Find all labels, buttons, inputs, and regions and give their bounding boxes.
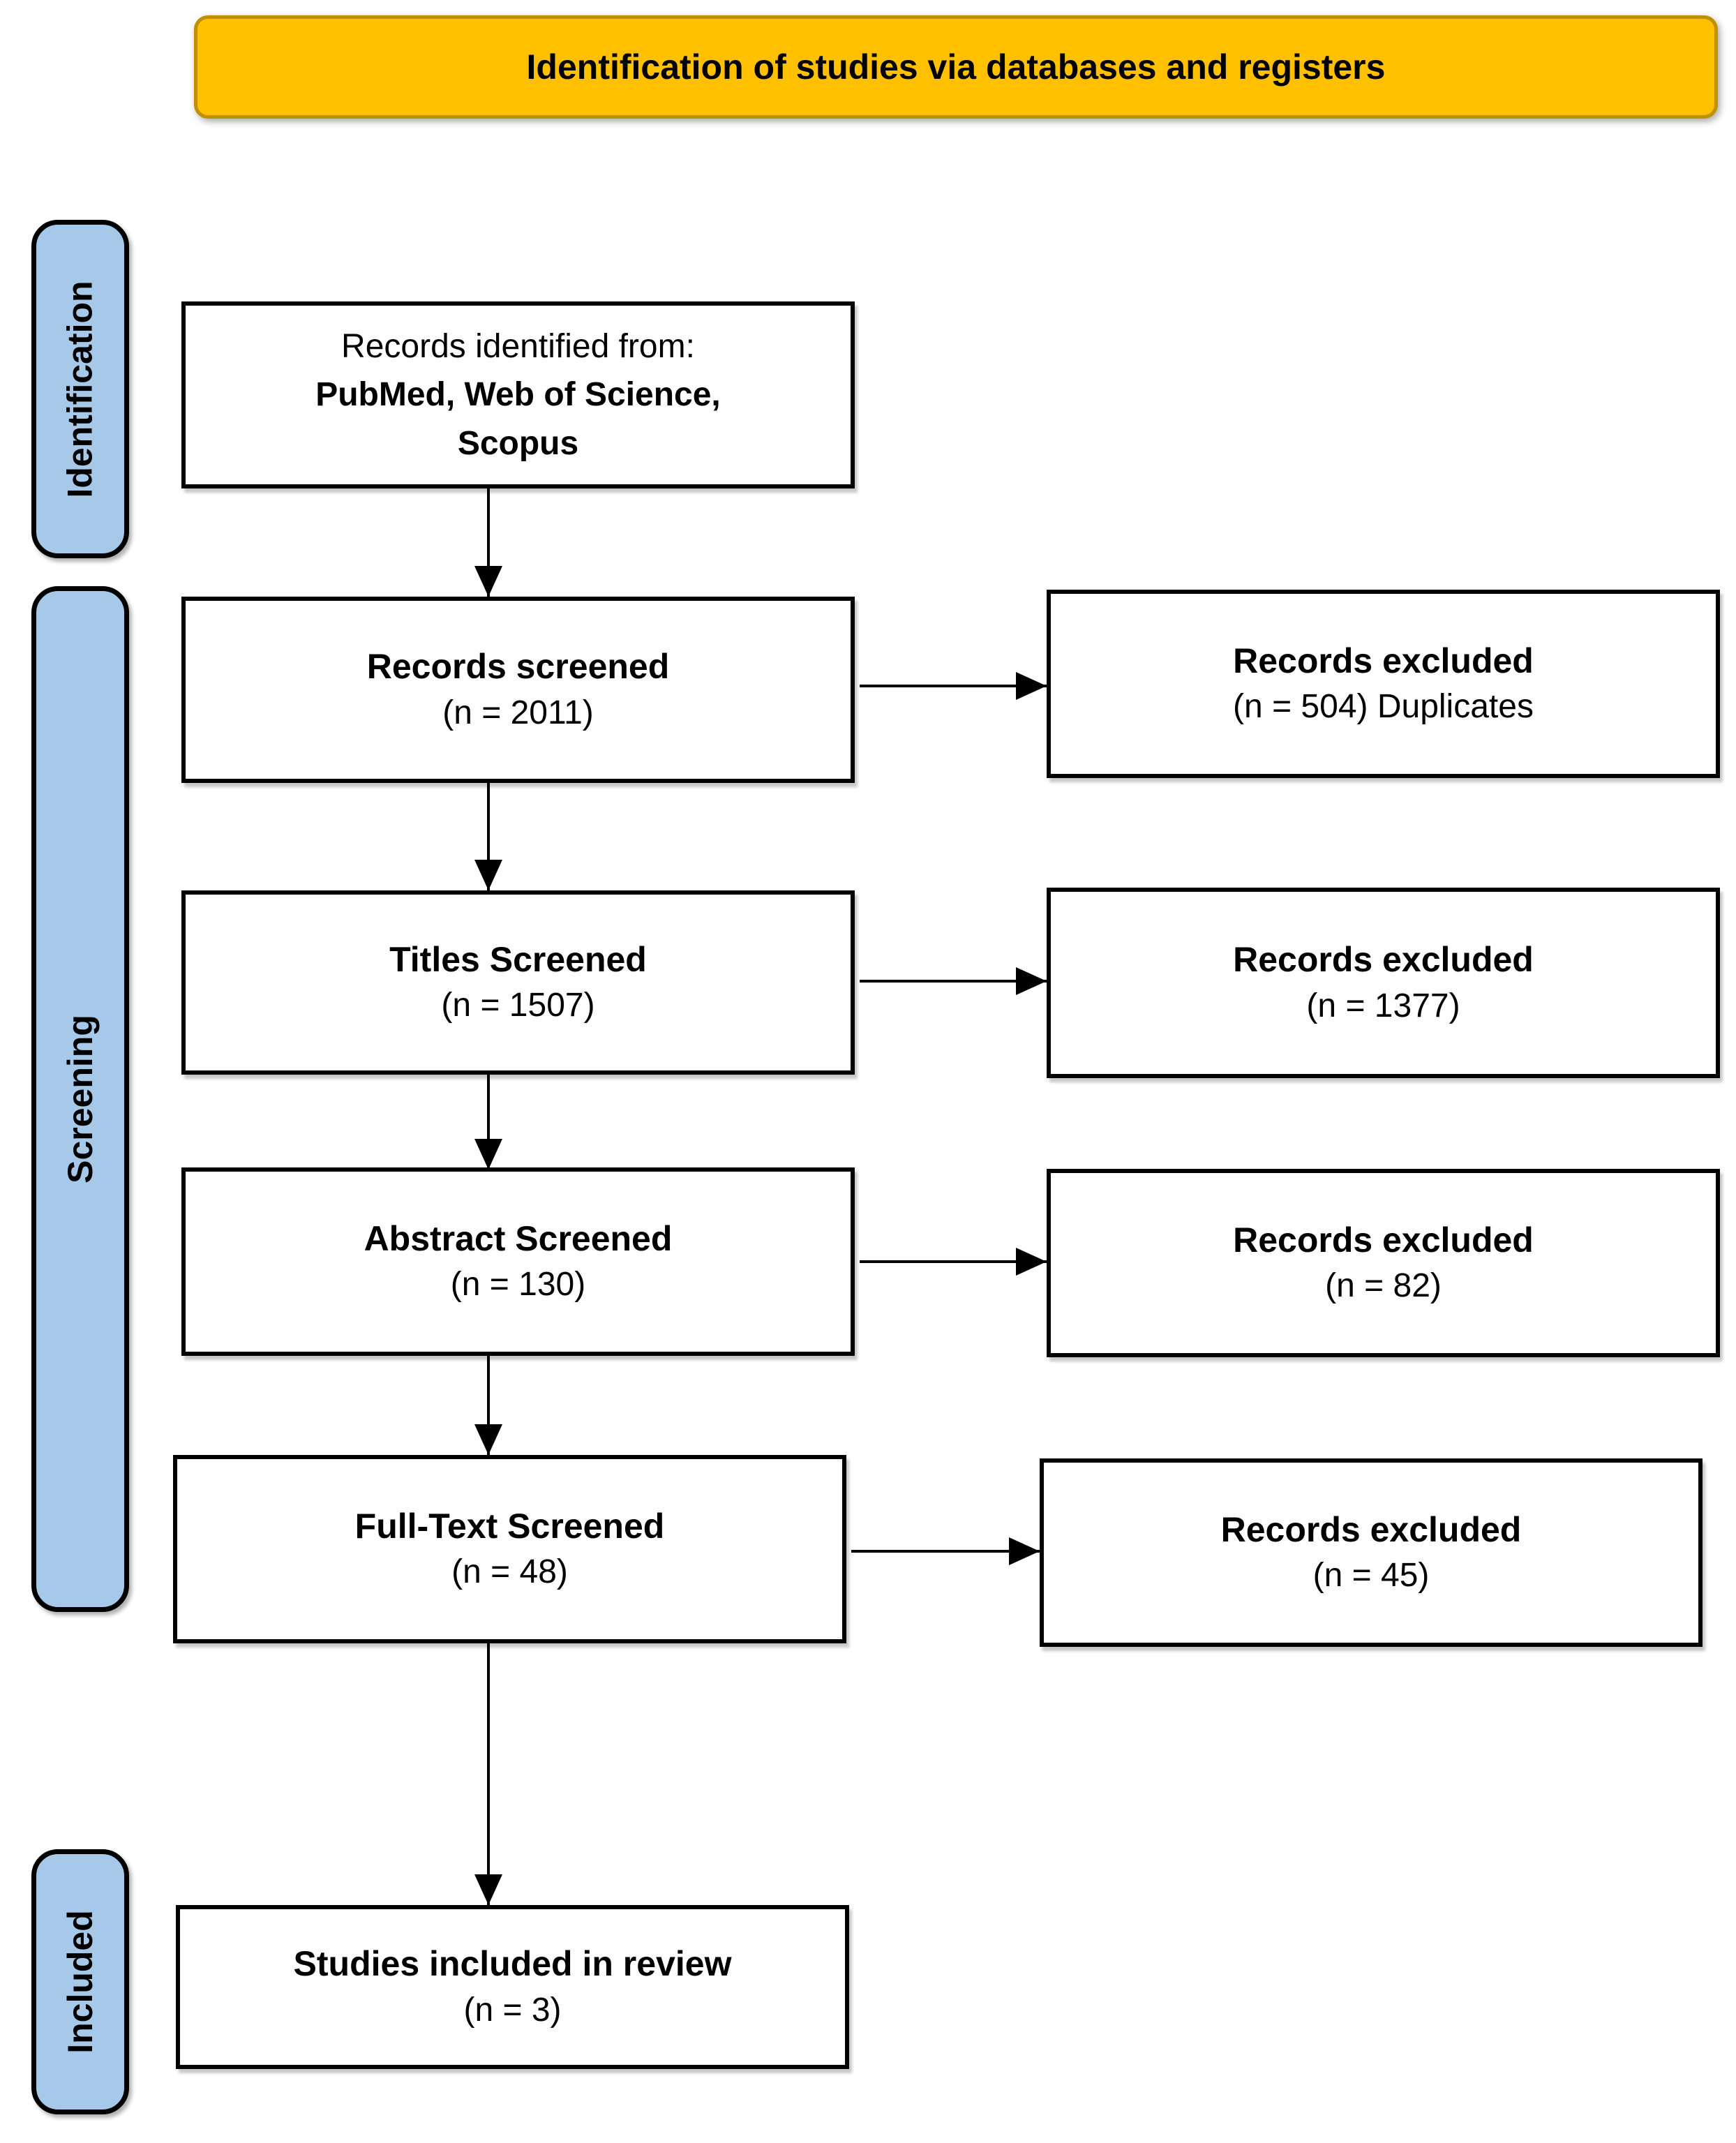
arrow-down-icon	[474, 783, 502, 890]
box-count: (n = 45)	[1312, 1557, 1430, 1595]
box-count: (n = 504) Duplicates	[1233, 688, 1534, 726]
box-count: (n = 1377)	[1306, 987, 1460, 1024]
arrow-down-icon	[474, 488, 502, 597]
flow-box-records-screened: Records screened (n = 2011)	[181, 597, 855, 783]
records-identified-sources: PubMed, Web of Science,	[315, 376, 721, 414]
box-title: Studies included in review	[293, 1944, 732, 1984]
box-title: Abstract Screened	[364, 1218, 673, 1258]
arrow-down-icon	[474, 1075, 502, 1170]
arrow-right-icon	[860, 967, 1047, 995]
arrow-right-icon	[860, 1248, 1047, 1276]
banner-label: Identification of studies via databases …	[526, 47, 1386, 87]
flow-box-excluded-abstract: Records excluded (n = 82)	[1047, 1169, 1720, 1357]
flow-box-excluded-duplicates: Records excluded (n = 504) Duplicates	[1047, 590, 1720, 778]
arrow-down-icon	[474, 1356, 502, 1455]
box-title: Records excluded	[1233, 940, 1534, 980]
sidebar-stage-screening: Screening	[31, 586, 129, 1612]
box-count: (n = 82)	[1325, 1267, 1442, 1305]
stage-label: Included	[61, 1910, 100, 2054]
stage-label: Screening	[61, 1015, 100, 1183]
records-identified-line: Records identified from:	[341, 327, 695, 365]
flow-box-fulltext-screened: Full-Text Screened (n = 48)	[173, 1455, 846, 1643]
box-title: Full-Text Screened	[354, 1506, 665, 1546]
records-identified-sources: Scopus	[457, 424, 579, 462]
arrow-right-icon	[851, 1537, 1040, 1565]
banner: Identification of studies via databases …	[194, 15, 1718, 119]
flow-box-excluded-fulltext: Records excluded (n = 45)	[1040, 1458, 1703, 1647]
flow-box-records-identified: Records identified from: PubMed, Web of …	[181, 301, 855, 488]
box-title: Records excluded	[1233, 1220, 1534, 1260]
flow-box-titles-screened: Titles Screened (n = 1507)	[181, 890, 855, 1075]
box-title: Records excluded	[1233, 641, 1534, 680]
box-title: Records excluded	[1220, 1509, 1522, 1549]
flow-box-excluded-titles: Records excluded (n = 1377)	[1047, 888, 1720, 1078]
arrow-right-icon	[860, 672, 1047, 700]
flow-box-studies-included: Studies included in review (n = 3)	[176, 1905, 849, 2069]
flow-box-abstract-screened: Abstract Screened (n = 130)	[181, 1167, 855, 1356]
box-title: Records screened	[366, 647, 670, 687]
box-title: Titles Screened	[389, 939, 647, 979]
sidebar-stage-identification: Identification	[31, 220, 129, 558]
sidebar-stage-included: Included	[31, 1849, 129, 2114]
arrow-down-icon	[474, 1643, 502, 1905]
stage-label: Identification	[61, 280, 100, 498]
box-count: (n = 48)	[451, 1553, 568, 1591]
box-count: (n = 2011)	[442, 694, 594, 731]
box-count: (n = 1507)	[441, 987, 595, 1024]
box-count: (n = 130)	[450, 1266, 586, 1304]
box-count: (n = 3)	[463, 1991, 562, 2029]
